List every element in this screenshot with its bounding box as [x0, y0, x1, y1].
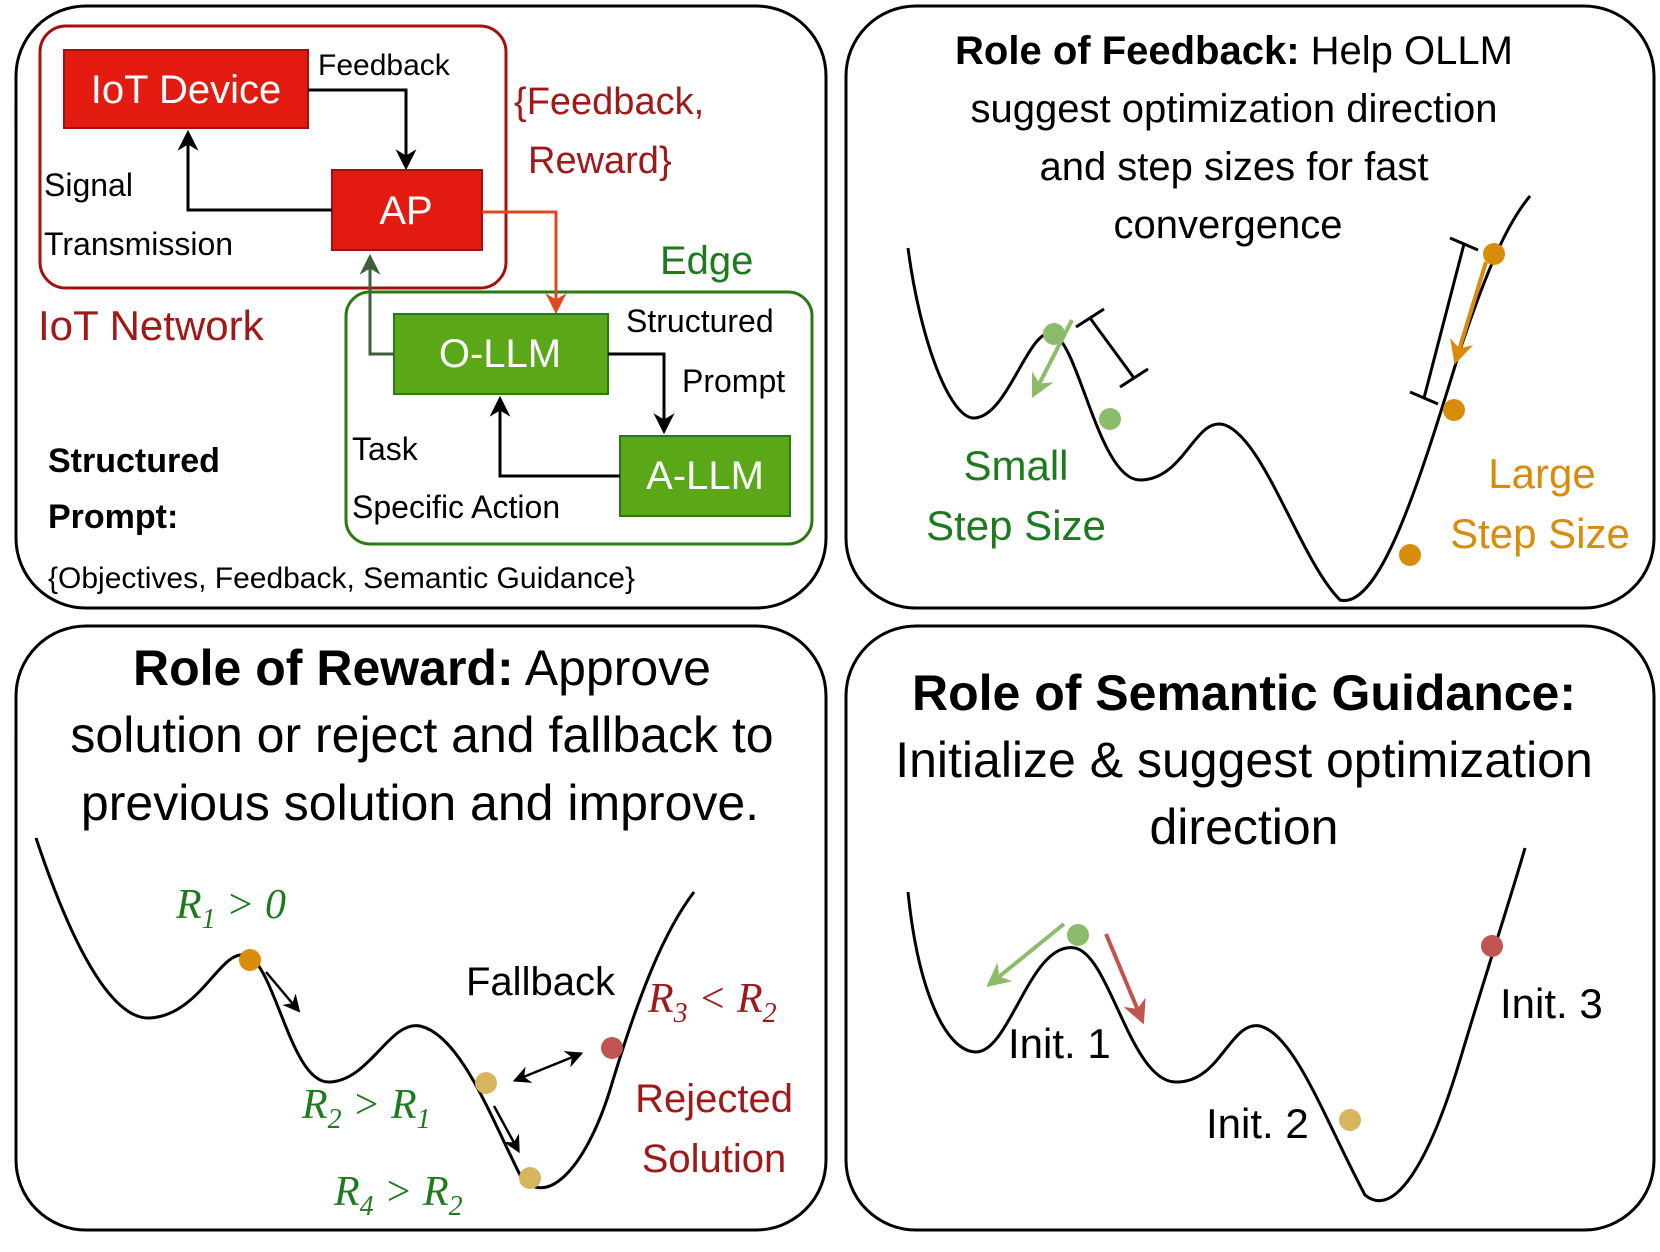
specific-action-label: Specific Action [352, 489, 560, 525]
structured-prompt-heading-2: Prompt: [48, 498, 178, 536]
large-step-label-2: Step Size [1450, 510, 1630, 557]
panel-reward-border [14, 624, 828, 1232]
init1-point [1067, 924, 1089, 946]
panel-network-border [14, 4, 828, 610]
ollm-box [393, 313, 609, 395]
small-step-bracket-line [1088, 317, 1136, 379]
semantic-line3: direction [1150, 799, 1339, 855]
init2-point [1339, 1109, 1361, 1131]
reward-line3: previous solution and improve. [81, 775, 759, 831]
reward-title: Role of Reward: Approve [133, 640, 711, 696]
large-step-start-point [1483, 243, 1505, 265]
small-step-label-2: Step Size [926, 502, 1106, 549]
r2-point [475, 1072, 497, 1094]
init2-label: Init. 2 [1206, 1100, 1309, 1147]
panel-reward: Role of Reward: Approve solution or reje… [14, 624, 828, 1232]
small-step-arrow [1031, 319, 1074, 399]
ap-label: AP [379, 189, 432, 233]
prompt-label: Prompt [682, 363, 785, 399]
r1-point [239, 949, 261, 971]
structured-prompt-heading-1: Structured [48, 442, 220, 480]
edge-label: Edge [660, 239, 753, 283]
feedback-reward-line1: {Feedback, [514, 81, 704, 123]
large-step-end-point [1443, 399, 1465, 421]
iot-network-label: IoT Network [38, 302, 265, 349]
feedback-loss-curve [906, 195, 1532, 602]
signal-transmission-arrow [177, 129, 332, 212]
feedback-title-rest: Help OLLM [1300, 29, 1513, 73]
feedback-reward-line2: Reward} [528, 140, 672, 182]
iot-device-label: IoT Device [91, 68, 281, 112]
init3-label: Init. 3 [1500, 980, 1603, 1027]
large-step-bracket-bottom [1409, 390, 1439, 406]
small-step-start-point [1043, 323, 1065, 345]
signal-label: Signal [44, 167, 133, 203]
init3-point [1481, 935, 1503, 957]
structured-label: Structured [626, 303, 774, 339]
r3-point [601, 1037, 623, 1059]
r1-label: R1 > 0 [175, 882, 286, 935]
semantic-line2: Initialize & suggest optimization [895, 732, 1593, 788]
reward-title-rest: Approve [514, 640, 711, 696]
task-action-arrow [489, 395, 620, 478]
semantic-loss-curve [906, 847, 1527, 1203]
r4-point [519, 1167, 541, 1189]
structured-prompt-contents: {Objectives, Feedback, Semantic Guidance… [48, 562, 635, 595]
r2-to-r4-arrow [492, 1105, 520, 1154]
small-step-bracket-bottom [1119, 367, 1149, 389]
feedback-title: Role of Feedback: Help OLLM [955, 29, 1513, 73]
task-label: Task [352, 431, 419, 467]
init1-wrong-direction-arrow [1104, 933, 1146, 1025]
panel-feedback-border [844, 4, 1656, 610]
semantic-title: Role of Semantic Guidance: [912, 665, 1576, 721]
transmission-label: Transmission [44, 226, 233, 262]
reward-loss-curve [34, 837, 696, 1190]
small-step-bracket-top [1075, 307, 1105, 329]
large-step-bracket-line [1422, 243, 1466, 399]
init1-label: Init. 1 [1008, 1020, 1111, 1067]
fallback-arrow [512, 1051, 584, 1083]
ollm-label: O-LLM [439, 332, 561, 376]
panel-feedback: Role of Feedback: Help OLLM suggest opti… [844, 4, 1656, 610]
iot-device-box [63, 49, 309, 129]
feedback-line2: suggest optimization direction [971, 87, 1498, 131]
large-step-bracket-top [1449, 236, 1479, 252]
feedback-line3: and step sizes for fast [1039, 145, 1428, 189]
structured-prompt-arrow [608, 352, 675, 435]
fallback-label: Fallback [466, 960, 616, 1004]
large-step-min-point [1399, 544, 1421, 566]
feedback-line4: convergence [1113, 203, 1342, 247]
panel-semantic-border [844, 624, 1656, 1232]
feedback-title-bold: Role of Feedback: [955, 29, 1300, 73]
r2-label: R2 > R1 [301, 1082, 431, 1135]
r3-label: R3 < R2 [647, 976, 777, 1029]
rejected-label-1: Rejected [635, 1077, 793, 1121]
reward-title-bold: Role of Reward: [133, 640, 514, 696]
feedback-label: Feedback [318, 49, 451, 82]
edge-boundary [344, 290, 814, 546]
feedback-reward-arrow [482, 210, 567, 315]
r1-to-r2-arrow [265, 971, 301, 1013]
small-step-end-point [1099, 408, 1121, 430]
init1-direction-arrow [986, 922, 1066, 988]
panel-network: IoT Device AP Feedback Signal Transmissi… [14, 4, 828, 610]
small-step-label-1: Small [963, 442, 1068, 489]
r4-label: R4 > R2 [333, 1169, 463, 1222]
allm-label: A-LLM [646, 454, 764, 498]
panel-semantic: Role of Semantic Guidance: Initialize & … [844, 624, 1656, 1232]
ollm-to-ap-arrow [359, 253, 394, 356]
feedback-arrow [308, 88, 417, 171]
reward-line2: solution or reject and fallback to [70, 707, 773, 763]
large-step-arrow [1450, 261, 1488, 365]
rejected-label-2: Solution [642, 1137, 787, 1181]
large-step-label-1: Large [1488, 450, 1595, 497]
iot-network-boundary [38, 24, 508, 290]
